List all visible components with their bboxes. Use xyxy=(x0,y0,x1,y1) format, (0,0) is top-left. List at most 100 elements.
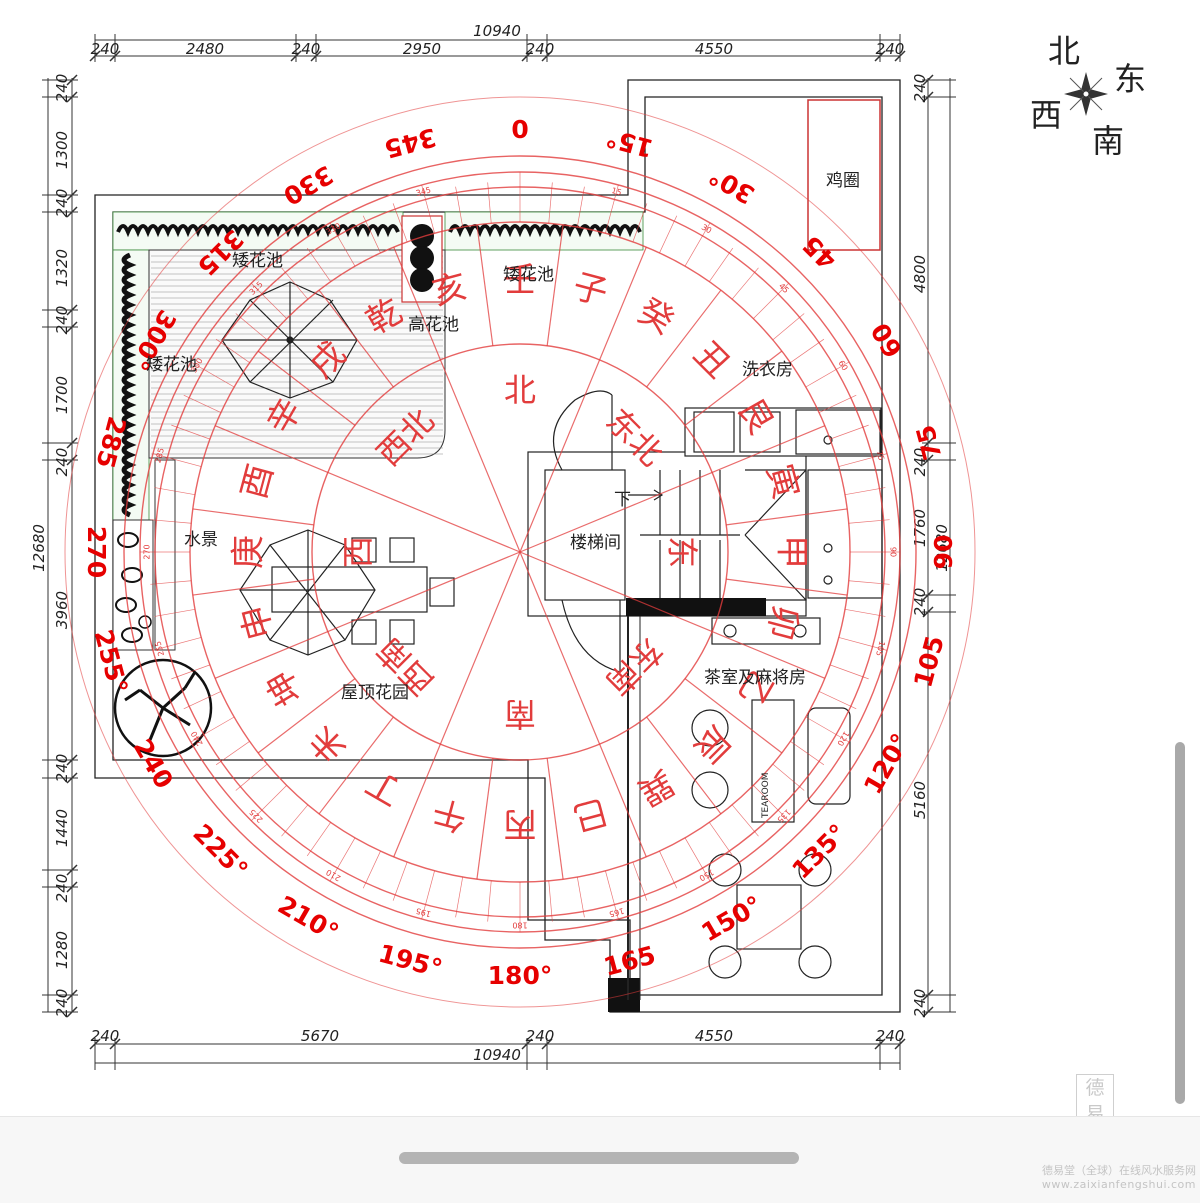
degree-tick xyxy=(818,691,857,710)
mahjong-table xyxy=(708,853,832,979)
degree-tick xyxy=(576,876,585,918)
degree-tick xyxy=(848,519,890,524)
sector-line xyxy=(439,551,521,745)
dining-set xyxy=(239,529,455,656)
low-planter-label-top: 矮花池 xyxy=(232,251,283,271)
left-dim-segment: 240 xyxy=(53,754,71,783)
laundry-label: 洗衣房 xyxy=(742,360,793,380)
mountain-divider xyxy=(646,716,722,815)
degree-tick xyxy=(772,313,805,341)
compass-direction-label: 东北 xyxy=(598,401,670,473)
right-dim-segment: 4800 xyxy=(911,255,929,293)
degree-tick xyxy=(281,804,309,837)
left-dim-segment: 240 xyxy=(53,74,71,103)
bottom-dim-segment: 240 xyxy=(526,1027,555,1045)
tearoom-label: TEAROOM xyxy=(761,772,771,819)
home-indicator[interactable] xyxy=(399,1152,799,1164)
roof-garden-label: 屋顶花园 xyxy=(341,683,409,703)
compass-mountain-label: 酉 xyxy=(234,460,281,503)
degree-tick xyxy=(632,861,648,901)
compass-mountain-label: 壬 xyxy=(503,261,537,301)
degree-tick xyxy=(251,283,287,319)
mountain-divider xyxy=(546,224,564,346)
bottom-dim-segment: 4550 xyxy=(695,1027,733,1045)
tree xyxy=(113,658,213,758)
left-dim-total: 12680 xyxy=(30,524,48,572)
top-dim-segment: 240 xyxy=(292,40,321,58)
compass-tick-label: 60 xyxy=(837,359,850,372)
left-dim-segment: 1320 xyxy=(53,249,71,287)
compass-degree-label: 30° xyxy=(704,161,759,210)
compass-tick-label: 90 xyxy=(889,547,898,557)
left-dim-segment: 1280 xyxy=(53,931,71,969)
degree-tick xyxy=(753,785,789,821)
bottom-dim-segment: 240 xyxy=(876,1027,905,1045)
degree-tick xyxy=(171,424,211,440)
compass-ring xyxy=(311,343,729,761)
bottom-dim-total: 10940 xyxy=(473,1046,521,1064)
compass-degree-label: 0 xyxy=(511,114,528,143)
degree-tick xyxy=(306,822,332,857)
mountain-divider xyxy=(646,289,722,388)
left-dim-segment: 240 xyxy=(53,448,71,477)
down-arrow-label: 下 xyxy=(614,490,631,510)
left-dimension-line xyxy=(47,78,73,1012)
mountain-divider xyxy=(192,578,314,596)
left-dim-segment: 240 xyxy=(53,189,71,218)
right-dim-segment: 240 xyxy=(911,989,929,1018)
degree-tick xyxy=(805,361,850,388)
vertical-scrollbar[interactable] xyxy=(1175,742,1185,1104)
high-planter xyxy=(401,215,443,303)
compass-mountain-label: 丑 xyxy=(686,334,738,386)
degree-tick xyxy=(829,664,869,680)
degree-tick xyxy=(605,184,619,234)
low-planter-label-right: 矮花池 xyxy=(503,265,554,285)
compass-direction-label: 南 xyxy=(504,695,536,733)
compass-mountain-label: 坤 xyxy=(259,663,311,712)
right-dim-segment: 240 xyxy=(911,448,929,477)
top-dimension-line xyxy=(95,39,900,57)
east-label: 东 xyxy=(1114,60,1146,98)
degree-tick xyxy=(790,338,825,364)
north-arrow-icon xyxy=(1064,72,1108,116)
compass-mountain-label: 甲 xyxy=(772,535,812,569)
sector-line xyxy=(519,551,601,745)
degree-tick xyxy=(171,664,211,680)
degree-tick xyxy=(844,487,886,496)
compass-tick-label: 270 xyxy=(143,544,152,559)
compass-tick-label: 15 xyxy=(610,186,622,197)
compass-direction-label: 西 xyxy=(339,536,377,568)
degree-tick xyxy=(183,691,222,710)
sector-line xyxy=(519,551,713,633)
compass-degree-label: 105 xyxy=(908,633,950,691)
degree-tick xyxy=(190,361,235,388)
north-label: 北 xyxy=(1048,32,1080,70)
degree-tick xyxy=(281,267,309,300)
mountain-divider xyxy=(599,743,647,858)
compass-mountain-label: 癸 xyxy=(631,291,680,343)
sector-line xyxy=(439,359,521,553)
bottom-dim-segment: 5670 xyxy=(301,1027,339,1045)
mountain-divider xyxy=(476,758,494,880)
compass-degree-label: 345 xyxy=(381,122,439,164)
mountain-divider xyxy=(726,578,848,596)
degree-tick xyxy=(838,637,888,651)
degree-tick xyxy=(421,870,435,920)
compass-direction-label: 东南 xyxy=(598,630,670,702)
degree-tick xyxy=(632,203,648,243)
degree-tick xyxy=(329,222,356,267)
compass-tick-label: 105 xyxy=(874,640,887,657)
bottom-dimension-line xyxy=(95,1043,900,1064)
top-dim-segment: 4550 xyxy=(695,40,733,58)
degree-tick xyxy=(753,283,789,319)
compass-mountain-label: 子 xyxy=(569,266,612,313)
top-dim-segment: 2950 xyxy=(403,40,441,58)
degree-tick xyxy=(190,716,235,743)
bottom-dim-segment: 240 xyxy=(91,1027,120,1045)
top-dim-total: 10940 xyxy=(473,22,521,40)
compass-mountain-label: 丁 xyxy=(360,761,409,813)
hedge-top xyxy=(112,211,644,251)
mountain-divider xyxy=(393,246,441,361)
